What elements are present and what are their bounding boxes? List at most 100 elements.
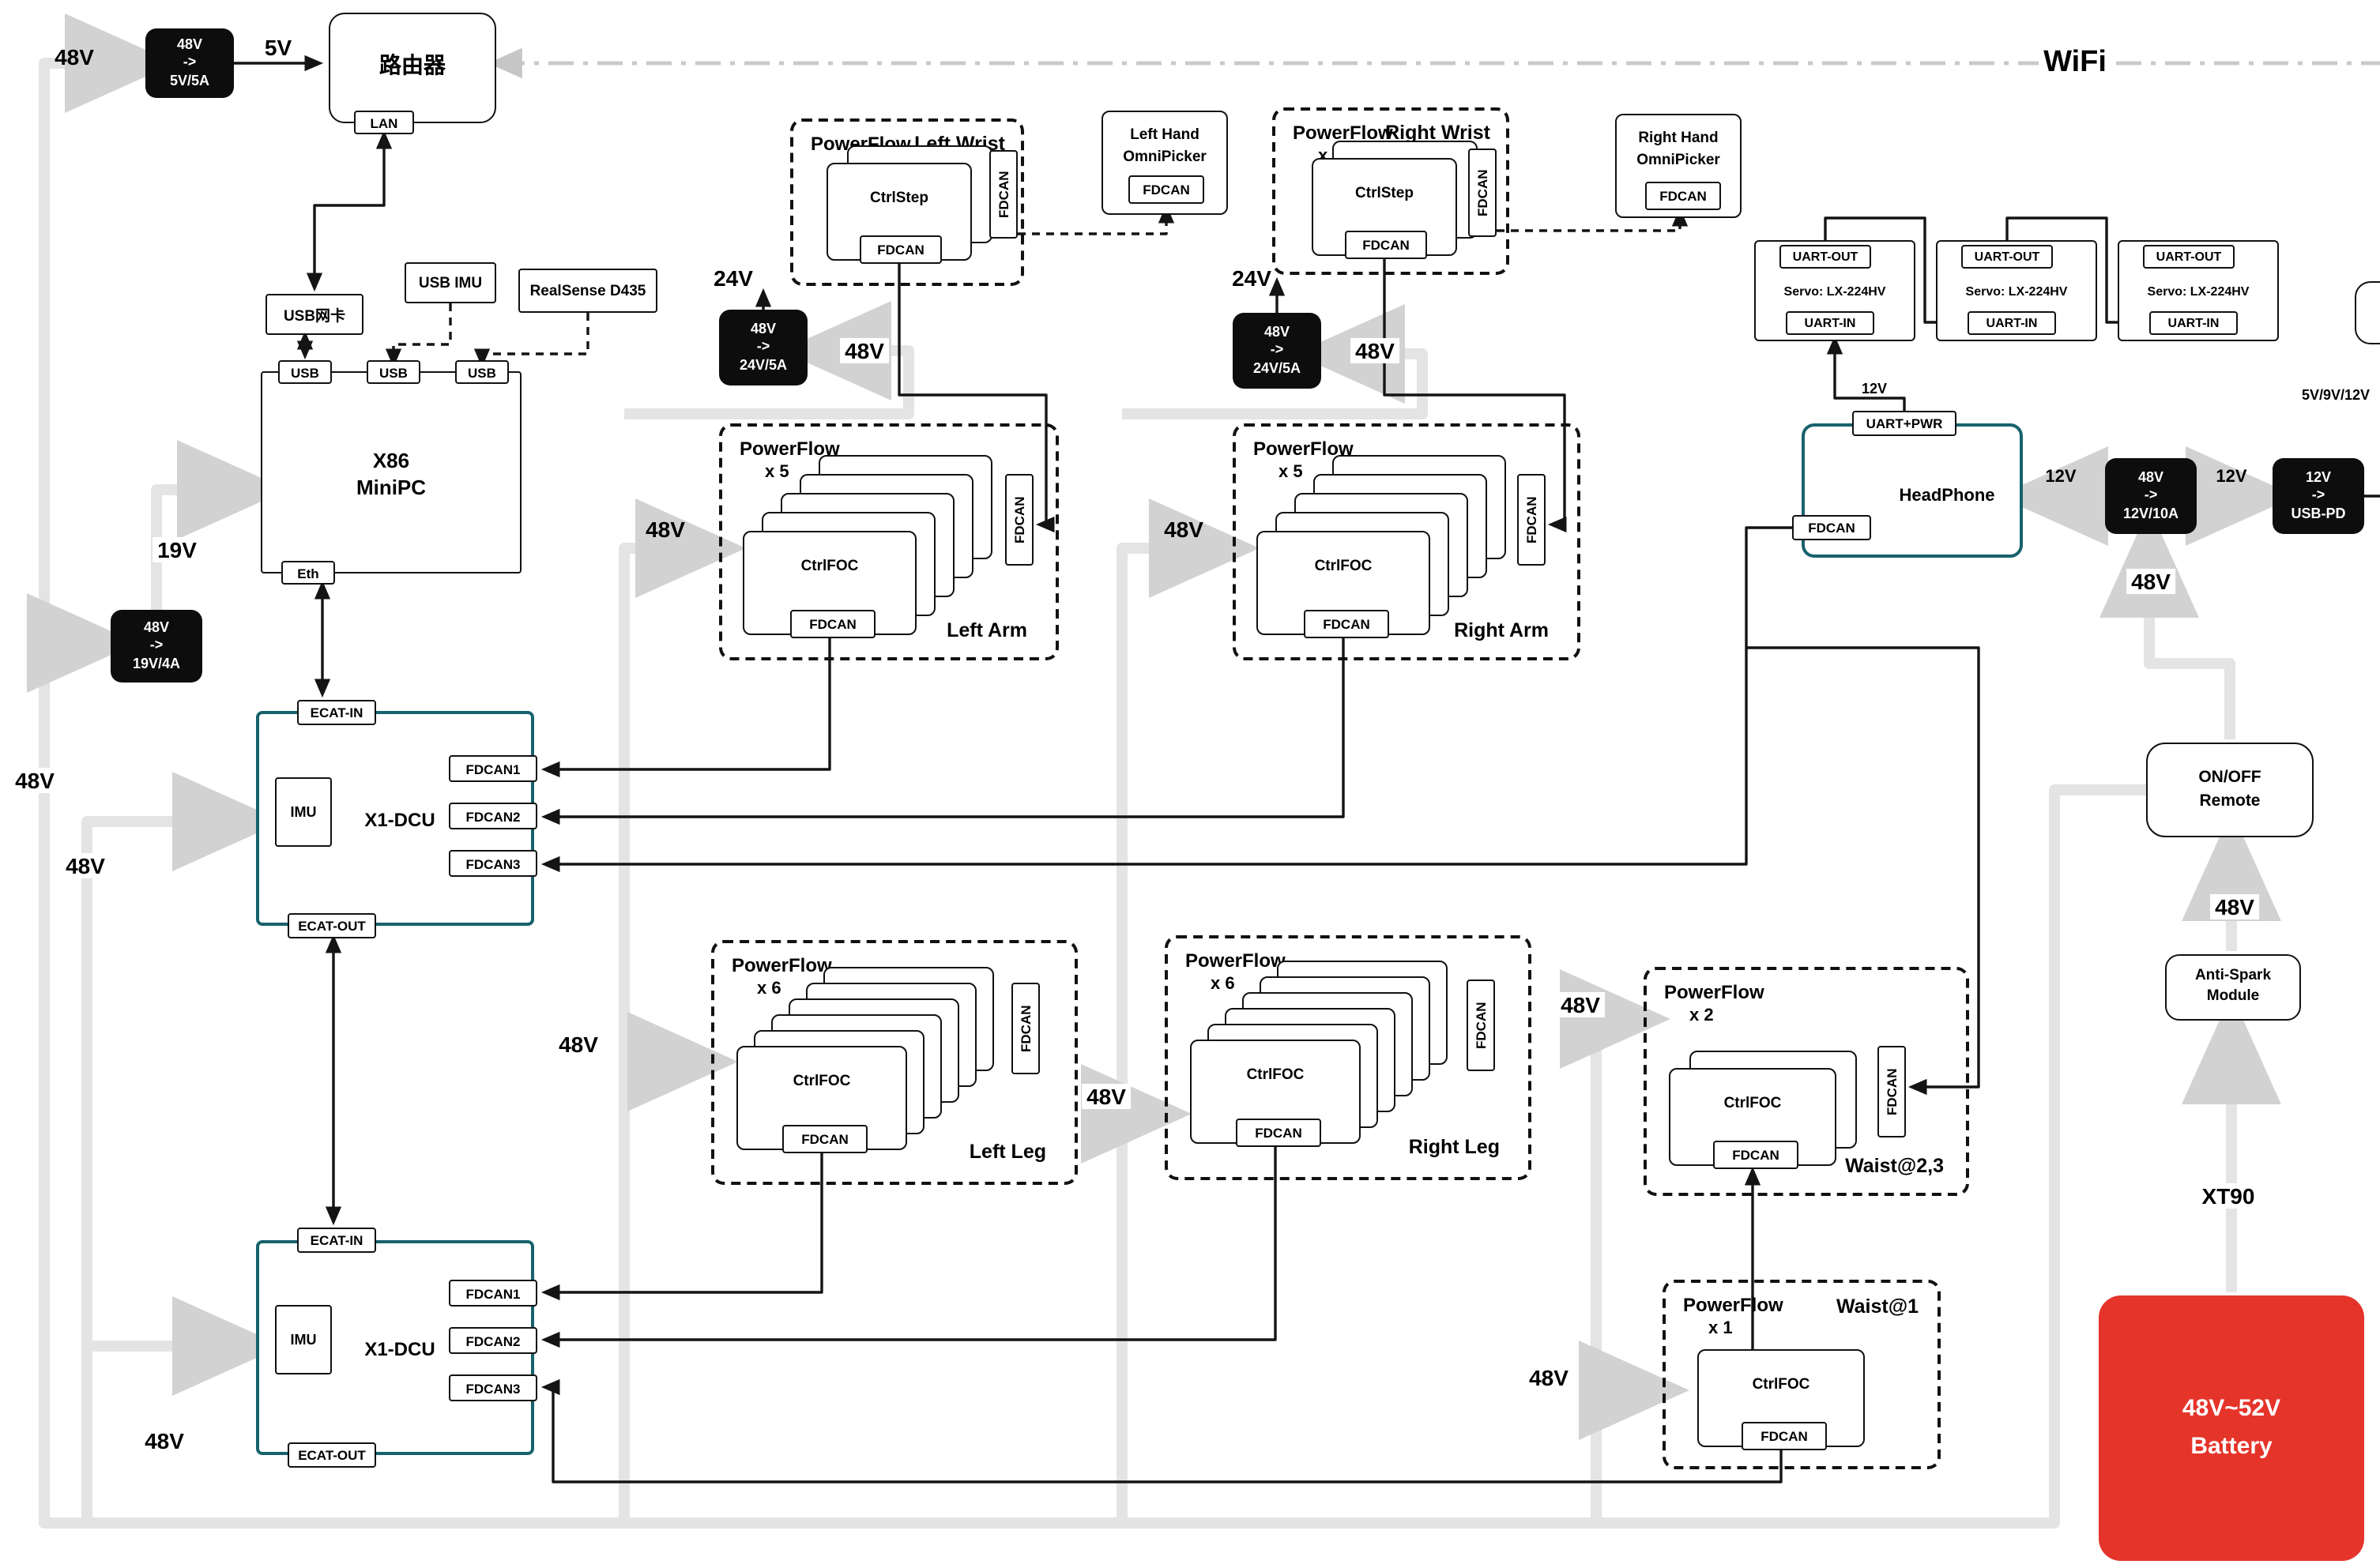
group-name: Right Arm bbox=[1454, 619, 1549, 641]
servo1-uart-in: UART-IN bbox=[1786, 311, 1874, 335]
wifi-link bbox=[488, 47, 2380, 284]
servo2-uart-in: UART-IN bbox=[1968, 311, 2056, 335]
conv-out: 12V/10A bbox=[2122, 505, 2179, 521]
fdcan-port: FDCAN bbox=[860, 235, 942, 264]
sig-usbpd-to-phone bbox=[2364, 494, 2380, 498]
label-xt90: XT90 bbox=[2197, 1183, 2260, 1209]
fdcan-tab: FDCAN bbox=[1011, 983, 1040, 1074]
fdcan-port: FDCAN bbox=[782, 1125, 868, 1153]
ctrl-label: CtrlFOC bbox=[800, 558, 859, 575]
group-title: PowerFlow bbox=[1293, 122, 1393, 144]
fdcan-port: FDCAN bbox=[1236, 1119, 1321, 1147]
servo2-uart-out: UART-OUT bbox=[1961, 245, 2053, 269]
group-count: x 5 bbox=[1278, 463, 1303, 482]
conv-out: 19V/4A bbox=[132, 655, 181, 671]
battery-box: 48V~52V Battery bbox=[2099, 1295, 2364, 1561]
dcu2-ecat-in: ECAT-IN bbox=[297, 1228, 376, 1253]
conv-in: 48V bbox=[143, 619, 169, 636]
group-count: x 1 bbox=[1708, 1319, 1733, 1338]
can-leftwrist-to-lefthand bbox=[1018, 204, 1175, 235]
label-48v: 48V bbox=[1082, 1084, 1131, 1109]
label-phone-supply: 5V/9V/12V bbox=[2301, 387, 2371, 403]
motor-card: CtrlFOC FDCAN bbox=[736, 1046, 907, 1153]
antispark-line2: Module bbox=[2206, 987, 2260, 1005]
servo3-uart-in: UART-IN bbox=[2149, 311, 2238, 335]
hand-line1: Right Hand bbox=[1638, 130, 1719, 147]
can-leftleg-to-dcu2 bbox=[540, 1149, 823, 1301]
remote-line2: Remote bbox=[2199, 792, 2261, 810]
conv-arrow: -> bbox=[2311, 487, 2325, 503]
label-48v: 48V bbox=[1350, 338, 1399, 363]
label-24v-left: 24V bbox=[714, 265, 753, 291]
remote-line1: ON/OFF bbox=[2198, 768, 2261, 788]
label-48v: 48V bbox=[840, 338, 889, 363]
can-leftwrist-to-leftarm bbox=[898, 259, 1055, 533]
hand-line2: OmniPicker bbox=[1123, 149, 1207, 167]
conv-in: 12V bbox=[2305, 469, 2331, 486]
group-name: Left Leg bbox=[969, 1141, 1046, 1163]
usb-imu-box: USB IMU bbox=[405, 262, 496, 303]
fdcan-tab: FDCAN bbox=[1005, 474, 1034, 566]
dcu1-fdcan1: FDCAN1 bbox=[449, 755, 537, 782]
anti-spark-box: Anti-Spark Module bbox=[2165, 954, 2301, 1021]
dcu2-fdcan2: FDCAN2 bbox=[449, 1327, 537, 1354]
conv-arrow: -> bbox=[183, 54, 197, 70]
battery-line2: Battery bbox=[2190, 1433, 2273, 1460]
can-waist1-to-dcu2 bbox=[540, 1378, 1783, 1483]
router-title: 路由器 bbox=[379, 52, 446, 77]
converter-12v-usbpd: 12V -> USB-PD bbox=[2273, 458, 2364, 534]
wire-48v-main-loop bbox=[39, 13, 2146, 1529]
lan-port: LAN bbox=[354, 111, 414, 134]
label-19v: 19V bbox=[153, 537, 201, 562]
servo-name: Servo: LX-224HV bbox=[1965, 284, 2068, 299]
label-12v: 12V bbox=[2216, 468, 2247, 487]
group-count: x 5 bbox=[765, 463, 789, 482]
converter-48v-12v: 48V -> 12V/10A bbox=[2105, 458, 2197, 534]
group-title: PowerFlow bbox=[1664, 981, 1764, 1003]
usb-port-1: USB bbox=[278, 360, 332, 384]
ctrl-label: CtrlStep bbox=[870, 190, 928, 207]
dcu1-fdcan3: FDCAN3 bbox=[449, 850, 537, 877]
conv-in: 48V bbox=[1263, 324, 1290, 340]
label-48v: 48V bbox=[1164, 517, 1203, 542]
label-12v: 12V bbox=[2045, 468, 2077, 487]
label-48v: 48V bbox=[554, 1032, 603, 1057]
right-hand-box: Right Hand OmniPicker FDCAN bbox=[1615, 114, 1742, 218]
label-48v: 48V bbox=[1556, 992, 1605, 1017]
group-name: Waist@1 bbox=[1836, 1295, 1919, 1318]
label-12v-servo: 12V bbox=[1861, 381, 1888, 397]
fdcan-tab: FDCAN bbox=[1877, 1046, 1906, 1137]
powerflow-right-leg-group: PowerFlow x 6 Right Leg bbox=[1165, 935, 1531, 1180]
ctrl-label: CtrlFOC bbox=[1723, 1095, 1782, 1112]
label-48v: 48V bbox=[1524, 1365, 1573, 1390]
fdcan-tab: FDCAN bbox=[1468, 149, 1497, 237]
group-count: x 6 bbox=[757, 980, 781, 998]
converter-48v-24v-right: 48V -> 24V/5A bbox=[1233, 313, 1321, 389]
battery-line1: 48V~52V bbox=[2182, 1395, 2281, 1422]
headphone-fdcan: FDCAN bbox=[1792, 515, 1871, 540]
dcu2-imu: IMU bbox=[275, 1305, 332, 1374]
ctrl-label: CtrlFOC bbox=[793, 1073, 851, 1090]
headphone-box: HeadPhone bbox=[1802, 423, 2023, 558]
label-48v: 48V bbox=[10, 768, 59, 793]
can-headphone-to-dcu1 bbox=[540, 648, 1748, 873]
can-rightwrist-to-righthand bbox=[1497, 207, 1689, 232]
fdcan-port: FDCAN bbox=[1713, 1141, 1798, 1169]
group-count: x 2 bbox=[1689, 1006, 1714, 1025]
conv-arrow: -> bbox=[2144, 487, 2158, 503]
fdcan-port: FDCAN bbox=[1742, 1422, 1827, 1450]
dcu1-title: X1-DCU bbox=[364, 809, 435, 831]
fdcan-port: FDCAN bbox=[790, 610, 876, 638]
dcu1-ecat-in: ECAT-IN bbox=[297, 700, 376, 725]
sig-lan-usbnic bbox=[306, 130, 393, 292]
label-48v: 48V bbox=[145, 1428, 184, 1453]
powerflow-waist23-group: PowerFlow x 2 Waist@2,3 bbox=[1644, 967, 1969, 1196]
motor-card: CtrlFOC FDCAN bbox=[1256, 531, 1430, 638]
can-leftarm-to-dcu1 bbox=[540, 634, 831, 778]
realsense-box: RealSense D435 bbox=[518, 269, 657, 313]
headphone-uart-pwr: UART+PWR bbox=[1852, 411, 1956, 436]
fdcan-tab: FDCAN bbox=[1467, 980, 1495, 1071]
hand-line2: OmniPicker bbox=[1636, 152, 1720, 170]
hand-line1: Left Hand bbox=[1130, 126, 1199, 144]
